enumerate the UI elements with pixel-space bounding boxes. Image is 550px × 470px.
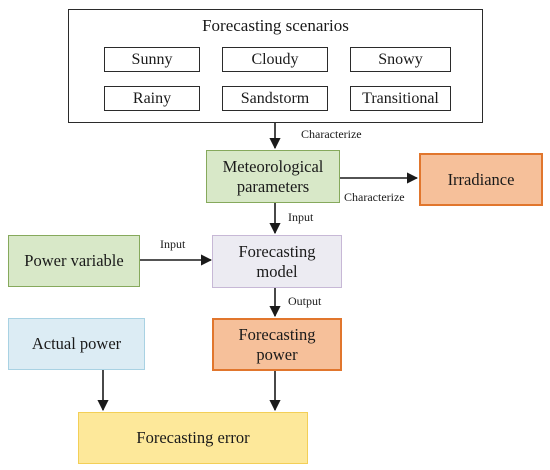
model-line-1: Forecasting bbox=[238, 241, 316, 261]
edge-label-characterize-2: Characterize bbox=[344, 190, 405, 204]
scenario-cloudy: Cloudy bbox=[222, 47, 328, 72]
edge-label-input-1: Input bbox=[288, 210, 314, 224]
edge-label-characterize-1: Characterize bbox=[301, 127, 362, 141]
meteorological-line-2: parameters bbox=[236, 176, 310, 196]
scenario-sunny: Sunny bbox=[104, 47, 200, 72]
scenario-sandstorm: Sandstorm bbox=[222, 86, 328, 111]
power-variable-node: Power variable bbox=[8, 235, 140, 287]
forecasting-power-node: Forecasting power bbox=[212, 318, 342, 371]
actual-power-node: Actual power bbox=[8, 318, 145, 370]
power-line-2: power bbox=[256, 344, 298, 364]
edge-label-output: Output bbox=[288, 294, 322, 308]
edge-label-input-2: Input bbox=[160, 237, 186, 251]
scenario-rainy: Rainy bbox=[104, 86, 200, 111]
forecasting-error-node: Forecasting error bbox=[78, 412, 308, 464]
model-line-2: model bbox=[256, 261, 298, 281]
meteorological-parameters-node: Meteorological parameters bbox=[206, 150, 340, 203]
scenario-snowy: Snowy bbox=[350, 47, 451, 72]
scenarios-group: Forecasting scenarios Sunny Cloudy Snowy… bbox=[68, 9, 483, 123]
forecasting-model-node: Forecasting model bbox=[212, 235, 342, 288]
scenario-transitional: Transitional bbox=[350, 86, 451, 111]
power-line-1: Forecasting bbox=[238, 324, 316, 344]
meteorological-line-1: Meteorological bbox=[222, 156, 324, 176]
irradiance-node: Irradiance bbox=[419, 153, 543, 206]
scenarios-title: Forecasting scenarios bbox=[202, 16, 349, 35]
